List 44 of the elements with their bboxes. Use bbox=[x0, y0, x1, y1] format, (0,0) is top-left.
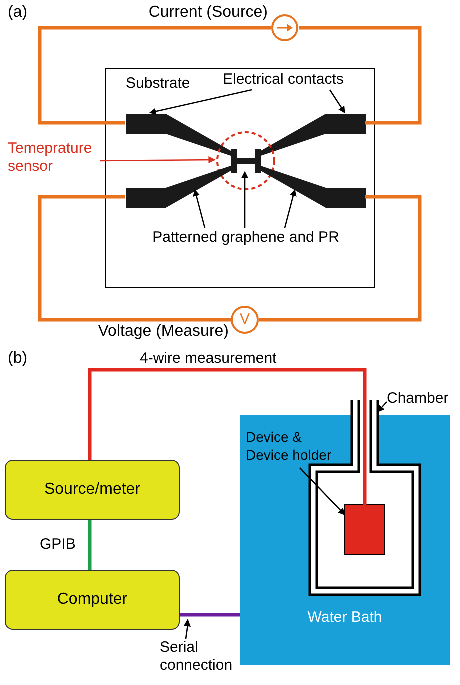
label-text: Electrical contacts bbox=[223, 71, 373, 89]
wire bbox=[299, 26, 422, 125]
region-label: Water Bath bbox=[306, 609, 384, 627]
computer-box bbox=[5, 570, 180, 630]
leader-line bbox=[100, 156, 216, 164]
edge-label: 4-wire measurement bbox=[140, 350, 278, 368]
caption-text: Voltage (Measure) bbox=[97, 323, 229, 341]
leader-line bbox=[300, 468, 346, 516]
device-block bbox=[345, 505, 385, 555]
label-text: Temeprature sensor bbox=[8, 140, 102, 176]
leader-line bbox=[378, 402, 388, 413]
panel-label: (b) bbox=[8, 350, 28, 368]
leader-line bbox=[284, 189, 297, 228]
graphene-strip bbox=[231, 149, 261, 173]
wire bbox=[38, 195, 231, 322]
leader-line bbox=[193, 189, 206, 228]
leader-line bbox=[242, 171, 248, 228]
panel-label: (a) bbox=[8, 4, 28, 22]
wire bbox=[180, 613, 240, 617]
box-label: Computer bbox=[57, 591, 128, 609]
instrument-box bbox=[5, 460, 180, 520]
contact-pad bbox=[261, 166, 366, 208]
substrate-outline bbox=[105, 68, 375, 288]
leader-line bbox=[329, 90, 346, 114]
sensor-outline bbox=[216, 131, 276, 191]
label-text: Device & Device holder bbox=[246, 428, 338, 464]
leader-line bbox=[149, 89, 252, 116]
contact-pad bbox=[126, 166, 231, 208]
edge-label: Serial connection bbox=[160, 639, 234, 675]
contact-pad bbox=[261, 114, 366, 156]
voltmeter-circle bbox=[231, 306, 259, 334]
wire bbox=[88, 368, 367, 505]
wire bbox=[38, 26, 271, 125]
contact-pad bbox=[126, 114, 231, 156]
wire bbox=[259, 195, 422, 322]
symbol-letter: V bbox=[240, 311, 250, 329]
label-text: Patterned graphene and PR bbox=[146, 229, 346, 247]
label-text: Chamber bbox=[387, 390, 457, 408]
current-source-symbol bbox=[271, 14, 299, 42]
caption-text: Current (Source) bbox=[148, 4, 268, 22]
wire bbox=[88, 520, 92, 570]
edge-label: GPIB bbox=[40, 536, 77, 554]
box-label: Substrate bbox=[126, 75, 190, 93]
box-label: Source/meter bbox=[44, 481, 141, 499]
